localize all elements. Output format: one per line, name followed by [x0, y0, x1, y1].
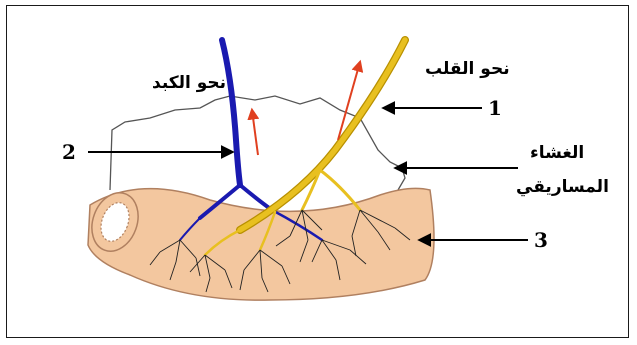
label-number-2: 2 [62, 140, 76, 164]
intestine [88, 188, 434, 300]
flow-arrow-liver [252, 110, 258, 155]
label-number-3: 3 [534, 228, 548, 252]
label-mesentery-line2: المساريقي [516, 177, 609, 197]
label-toward-heart: نحو القلب [425, 59, 510, 79]
label-toward-liver: نحو الكبد [152, 73, 226, 93]
label-number-1: 1 [488, 96, 502, 120]
label-mesentery-line1: الغشاء [530, 143, 584, 163]
